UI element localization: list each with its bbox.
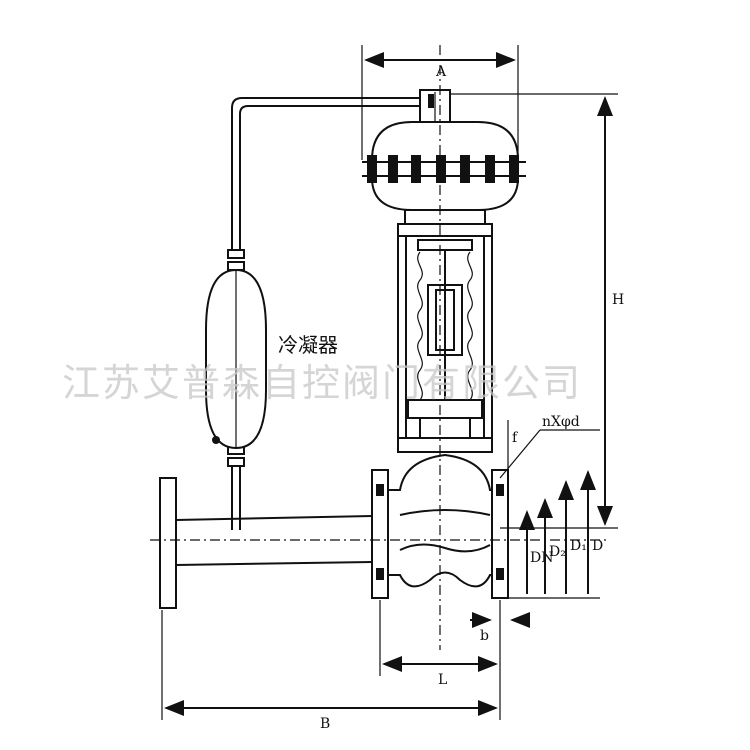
dim-d2-label: D₂ [549, 544, 566, 560]
dim-diameters: DN D₂ D₁ D [508, 470, 603, 599]
dim-d-label: D [592, 538, 603, 554]
dim-dn-label: DN [530, 550, 553, 566]
dim-l: L [379, 600, 501, 688]
dim-bolt: nXφd [499, 414, 600, 479]
valve-yoke [397, 209, 493, 453]
dim-d1-label: D₁ [570, 538, 587, 554]
diaphragm-actuator [362, 89, 526, 211]
dim-f-label: f [512, 430, 519, 446]
company-watermark: 江苏艾普森自控阀门有限公司 [62, 361, 582, 405]
valve-body [371, 453, 509, 599]
condenser [205, 268, 267, 450]
dim-h-label: H [612, 292, 624, 308]
dim-f: f [507, 420, 519, 470]
inlet-pipe [159, 477, 373, 609]
dim-bolt-label: nXφd [542, 414, 580, 430]
dim-a: A [361, 45, 519, 160]
condenser-label: 冷凝器 [278, 333, 338, 357]
dim-b-thickness-label: b [480, 628, 489, 644]
dim-a-label: A [435, 64, 447, 80]
dim-b-label: B [320, 716, 330, 732]
dim-b: B [161, 610, 501, 732]
dim-b-thickness: b [470, 612, 530, 644]
dim-l-label: L [438, 672, 447, 688]
